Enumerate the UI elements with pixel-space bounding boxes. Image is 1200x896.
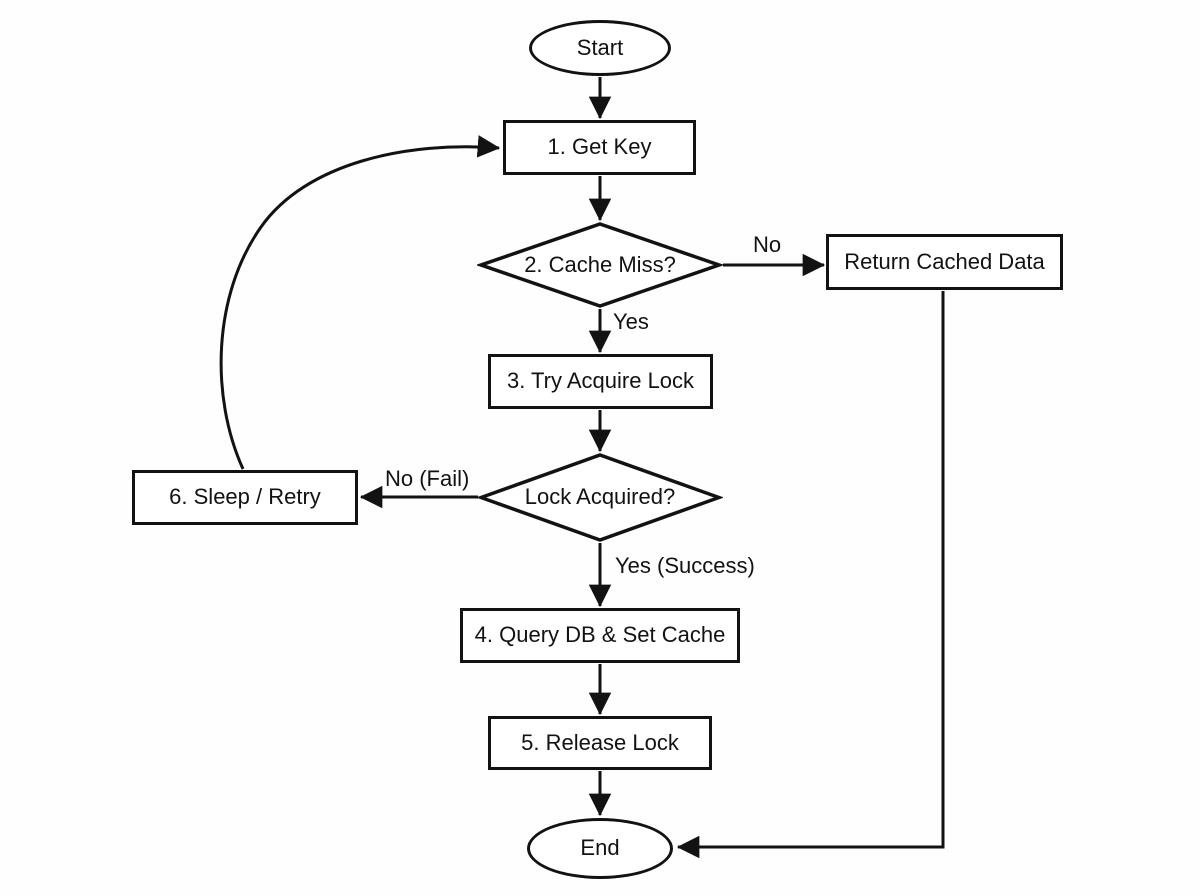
node-release-lock: 5. Release Lock <box>488 716 712 770</box>
node-query-db-set-cache-label: 4. Query DB & Set Cache <box>474 622 726 648</box>
node-sleep-retry: 6. Sleep / Retry <box>132 470 358 525</box>
node-cache-miss-label: 2. Cache Miss? <box>524 251 676 277</box>
lock-acquired-diamond-shape <box>477 453 723 542</box>
node-try-acquire-lock: 3. Try Acquire Lock <box>488 354 713 409</box>
node-start-label: Start <box>576 34 624 60</box>
node-try-acquire-lock-label: 3. Try Acquire Lock <box>506 368 695 394</box>
node-return-cached-data-label: Return Cached Data <box>844 248 1045 274</box>
node-release-lock-label: 5. Release Lock <box>521 729 679 755</box>
node-get-key-label: 1. Get Key <box>547 134 652 160</box>
node-query-db-set-cache: 4. Query DB & Set Cache <box>460 608 740 663</box>
node-start: Start <box>529 20 671 76</box>
edge-label-no-fail: No (Fail) <box>385 466 470 491</box>
edge-label-no: No <box>753 232 782 257</box>
node-lock-acquired-label: Lock Acquired? <box>524 484 676 510</box>
connector-return-to-end <box>676 291 945 859</box>
node-sleep-retry-label: 6. Sleep / Retry <box>169 484 321 510</box>
node-get-key: 1. Get Key <box>503 120 696 175</box>
cache-miss-diamond-shape <box>477 222 723 308</box>
edge-label-yes-success: Yes (Success) <box>615 553 755 578</box>
node-end-label: End <box>580 835 620 861</box>
edge-label-yes: Yes <box>613 309 649 334</box>
node-end: End <box>527 818 673 879</box>
node-cache-miss: 2. Cache Miss? <box>477 222 723 308</box>
connector-sleep-retry-to-get-key <box>219 135 501 470</box>
node-return-cached-data: Return Cached Data <box>826 234 1063 290</box>
node-lock-acquired: Lock Acquired? <box>477 453 723 542</box>
